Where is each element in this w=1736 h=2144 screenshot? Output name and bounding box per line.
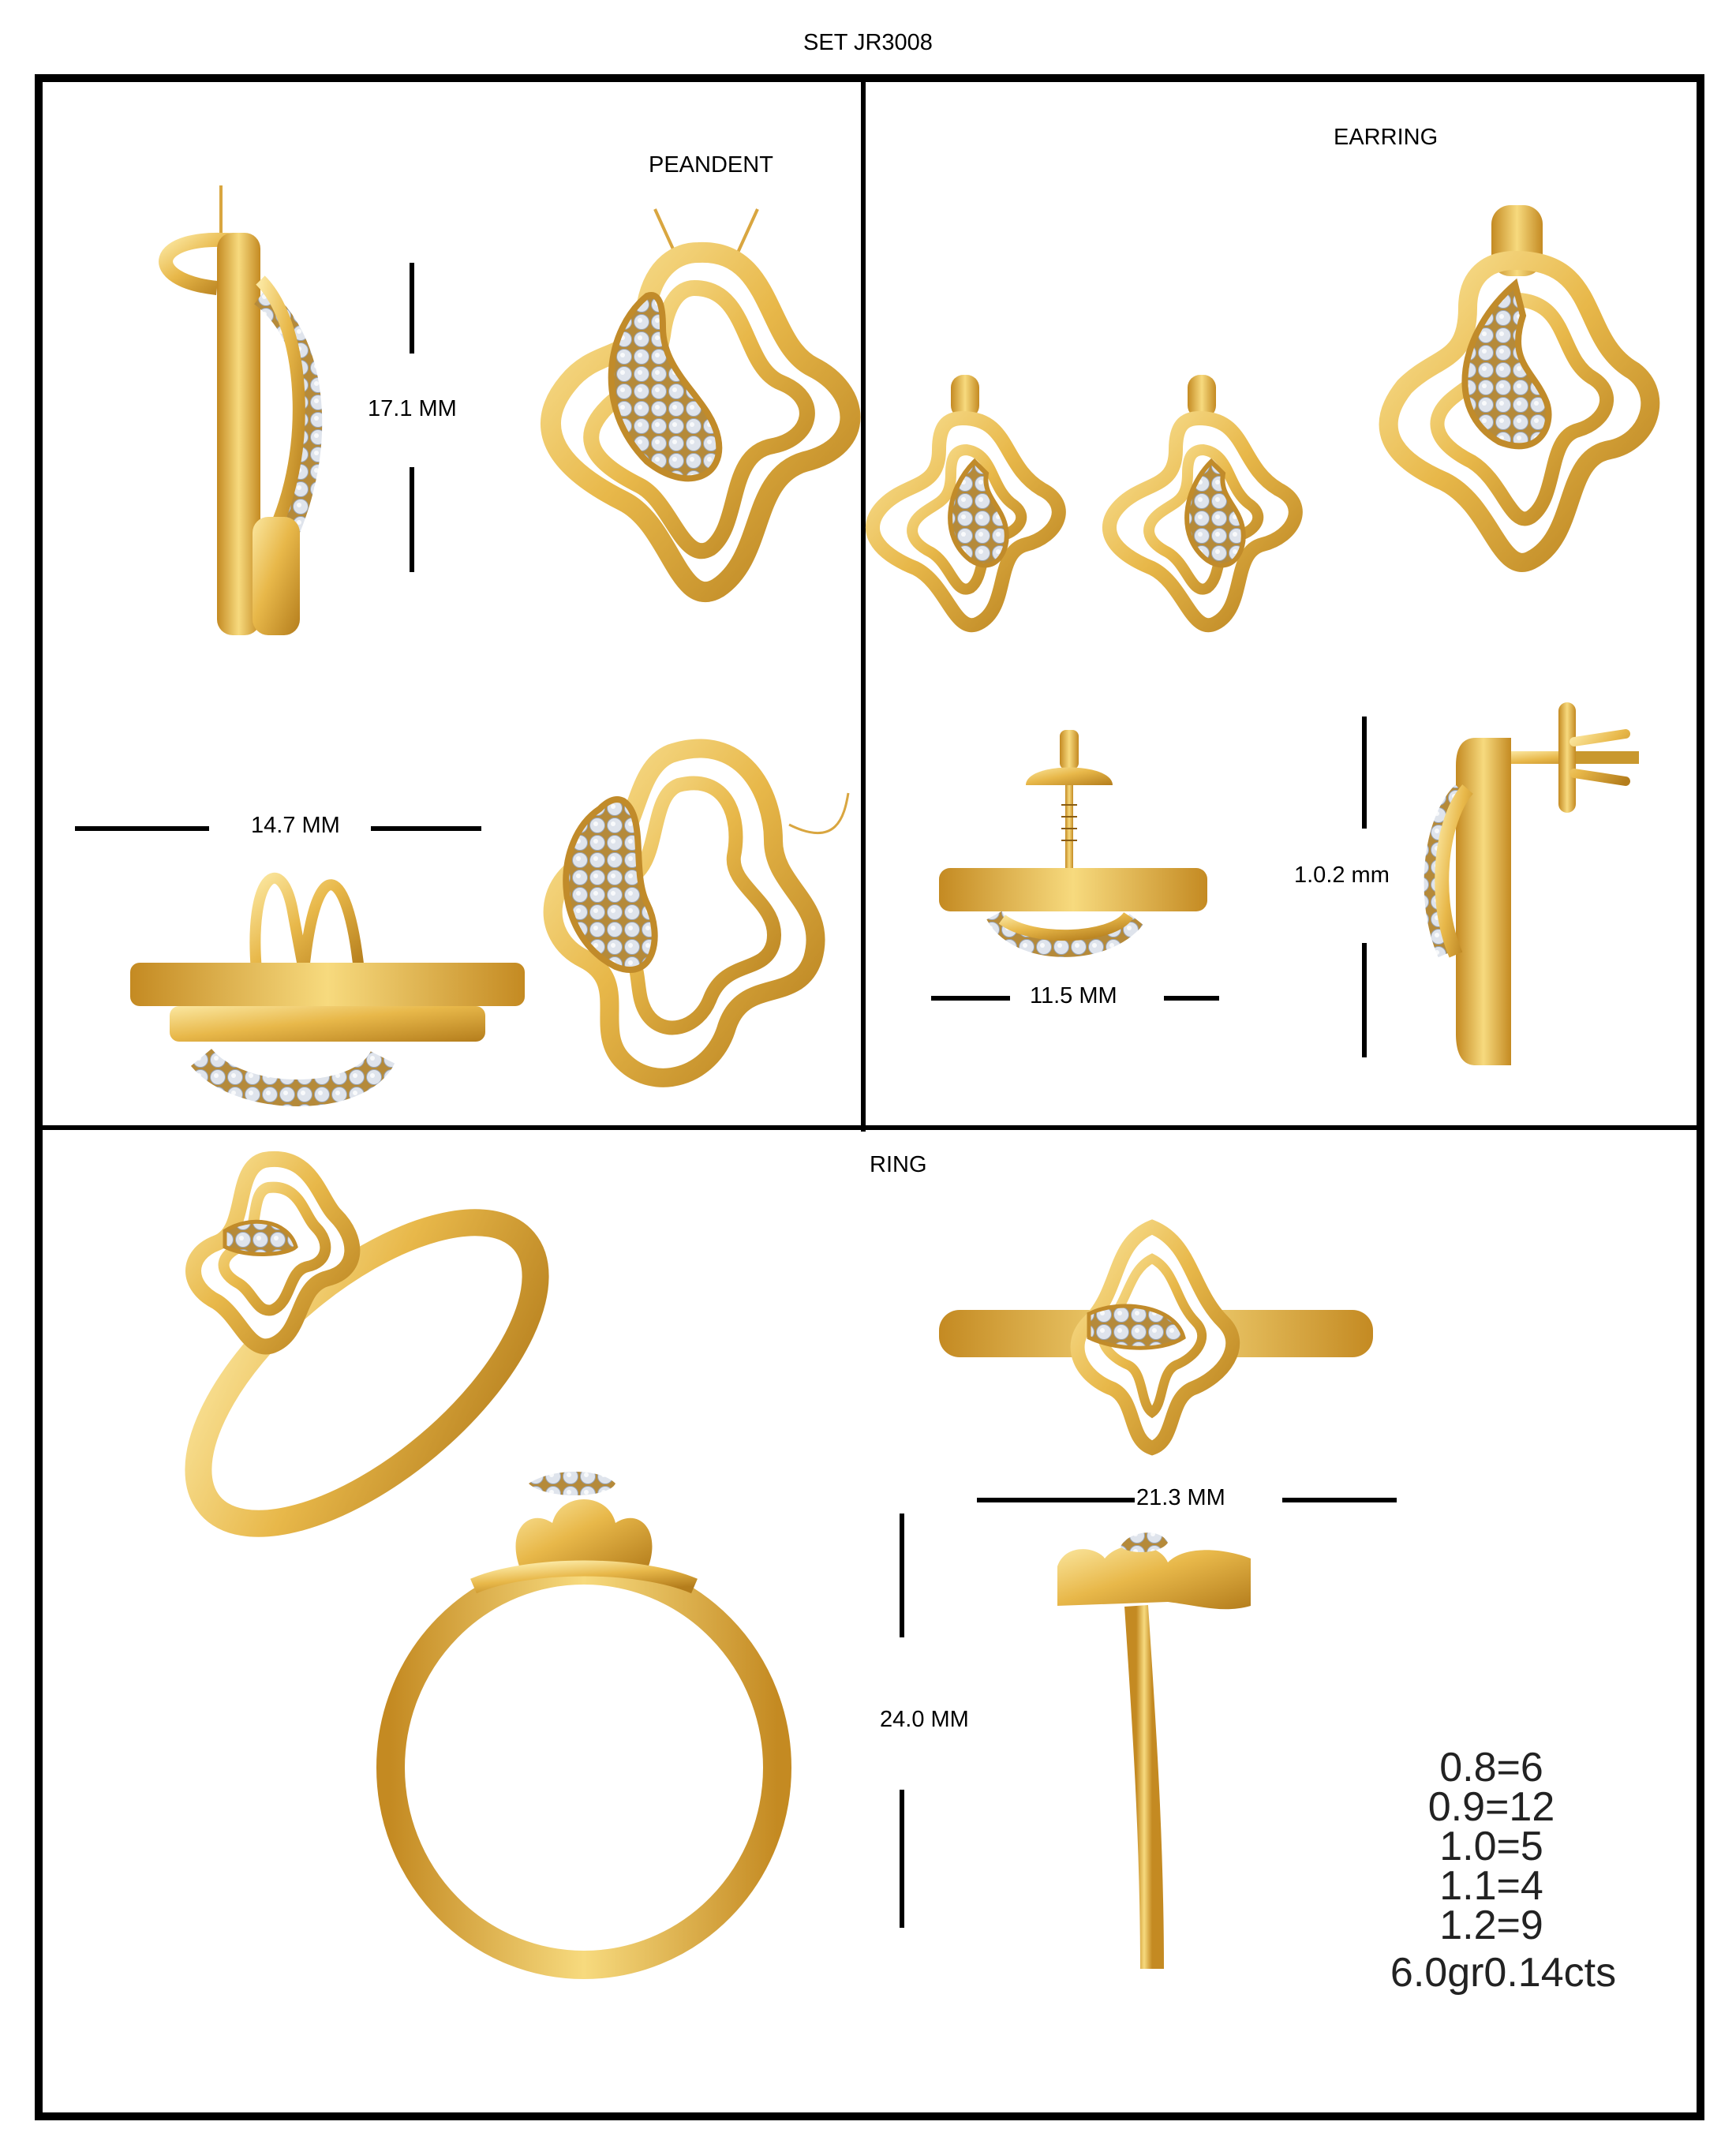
pendant-height-line-top <box>410 263 414 354</box>
pendant-front-view <box>540 208 861 603</box>
pendant-height-dimension: 17.1 MM <box>368 396 457 421</box>
earring-height-line-top <box>1362 717 1367 829</box>
pendant-width-line-right <box>371 826 481 831</box>
ring-front-view <box>376 1472 791 1979</box>
earring-front-view <box>1379 205 1660 572</box>
ring-width-line-left <box>977 1498 1135 1502</box>
ring-height-line-top <box>900 1514 904 1637</box>
earring-height-dimension: 1.0.2 mm <box>1294 862 1390 888</box>
earring-side-view <box>1424 702 1639 1065</box>
stone-line: 0.9=12 <box>1427 1784 1555 1830</box>
pendant-width-line-left <box>75 826 209 831</box>
ring-section-label: RING <box>870 1152 927 1177</box>
earring-width-line-left <box>931 996 1010 1001</box>
stone-line: 1.0=5 <box>1439 1824 1543 1869</box>
earring-height-line-bottom <box>1362 943 1367 1057</box>
ring-height-dimension: 24.0 MM <box>880 1707 969 1732</box>
stone-line: 0.8=6 <box>1439 1745 1543 1790</box>
pendant-height-line-bottom <box>410 467 414 572</box>
earring-width-dimension: 11.5 MM <box>1030 983 1117 1008</box>
earring-width-line-right <box>1164 996 1219 1001</box>
weight-carat-total: 6.0gr0.14cts <box>1390 1950 1617 1996</box>
ring-top-view <box>939 1219 1373 1456</box>
stone-details: 0.8=6 0.9=12 1.0=5 1.1=4 1.2=9 <box>1377 1745 1606 1948</box>
earring-top-view <box>939 730 1207 957</box>
pendant-width-dimension: 14.7 MM <box>251 813 340 838</box>
ring-width-dimension: 21.3 MM <box>1136 1485 1225 1510</box>
outer-frame <box>35 74 1704 2120</box>
sheet-title: SET JR3008 <box>803 30 933 55</box>
ring-width-line-right <box>1282 1498 1397 1502</box>
pendant-top-view <box>130 872 525 1106</box>
ring-perspective-view <box>185 1151 549 1537</box>
vertical-divider <box>861 74 866 1132</box>
ring-height-line-bottom <box>900 1790 904 1928</box>
pendant-section-label: PEANDENT <box>649 152 773 178</box>
ring-side-view <box>1057 1532 1251 1970</box>
stone-line: 1.1=4 <box>1439 1863 1543 1909</box>
horizontal-divider <box>35 1125 1704 1130</box>
stone-line: 1.2=9 <box>1439 1903 1543 1948</box>
earring-pair-front-view <box>865 375 1303 633</box>
pendant-side-view <box>159 185 323 635</box>
pendant-perspective-view <box>543 739 850 1087</box>
earring-section-label: EARRING <box>1334 125 1439 150</box>
